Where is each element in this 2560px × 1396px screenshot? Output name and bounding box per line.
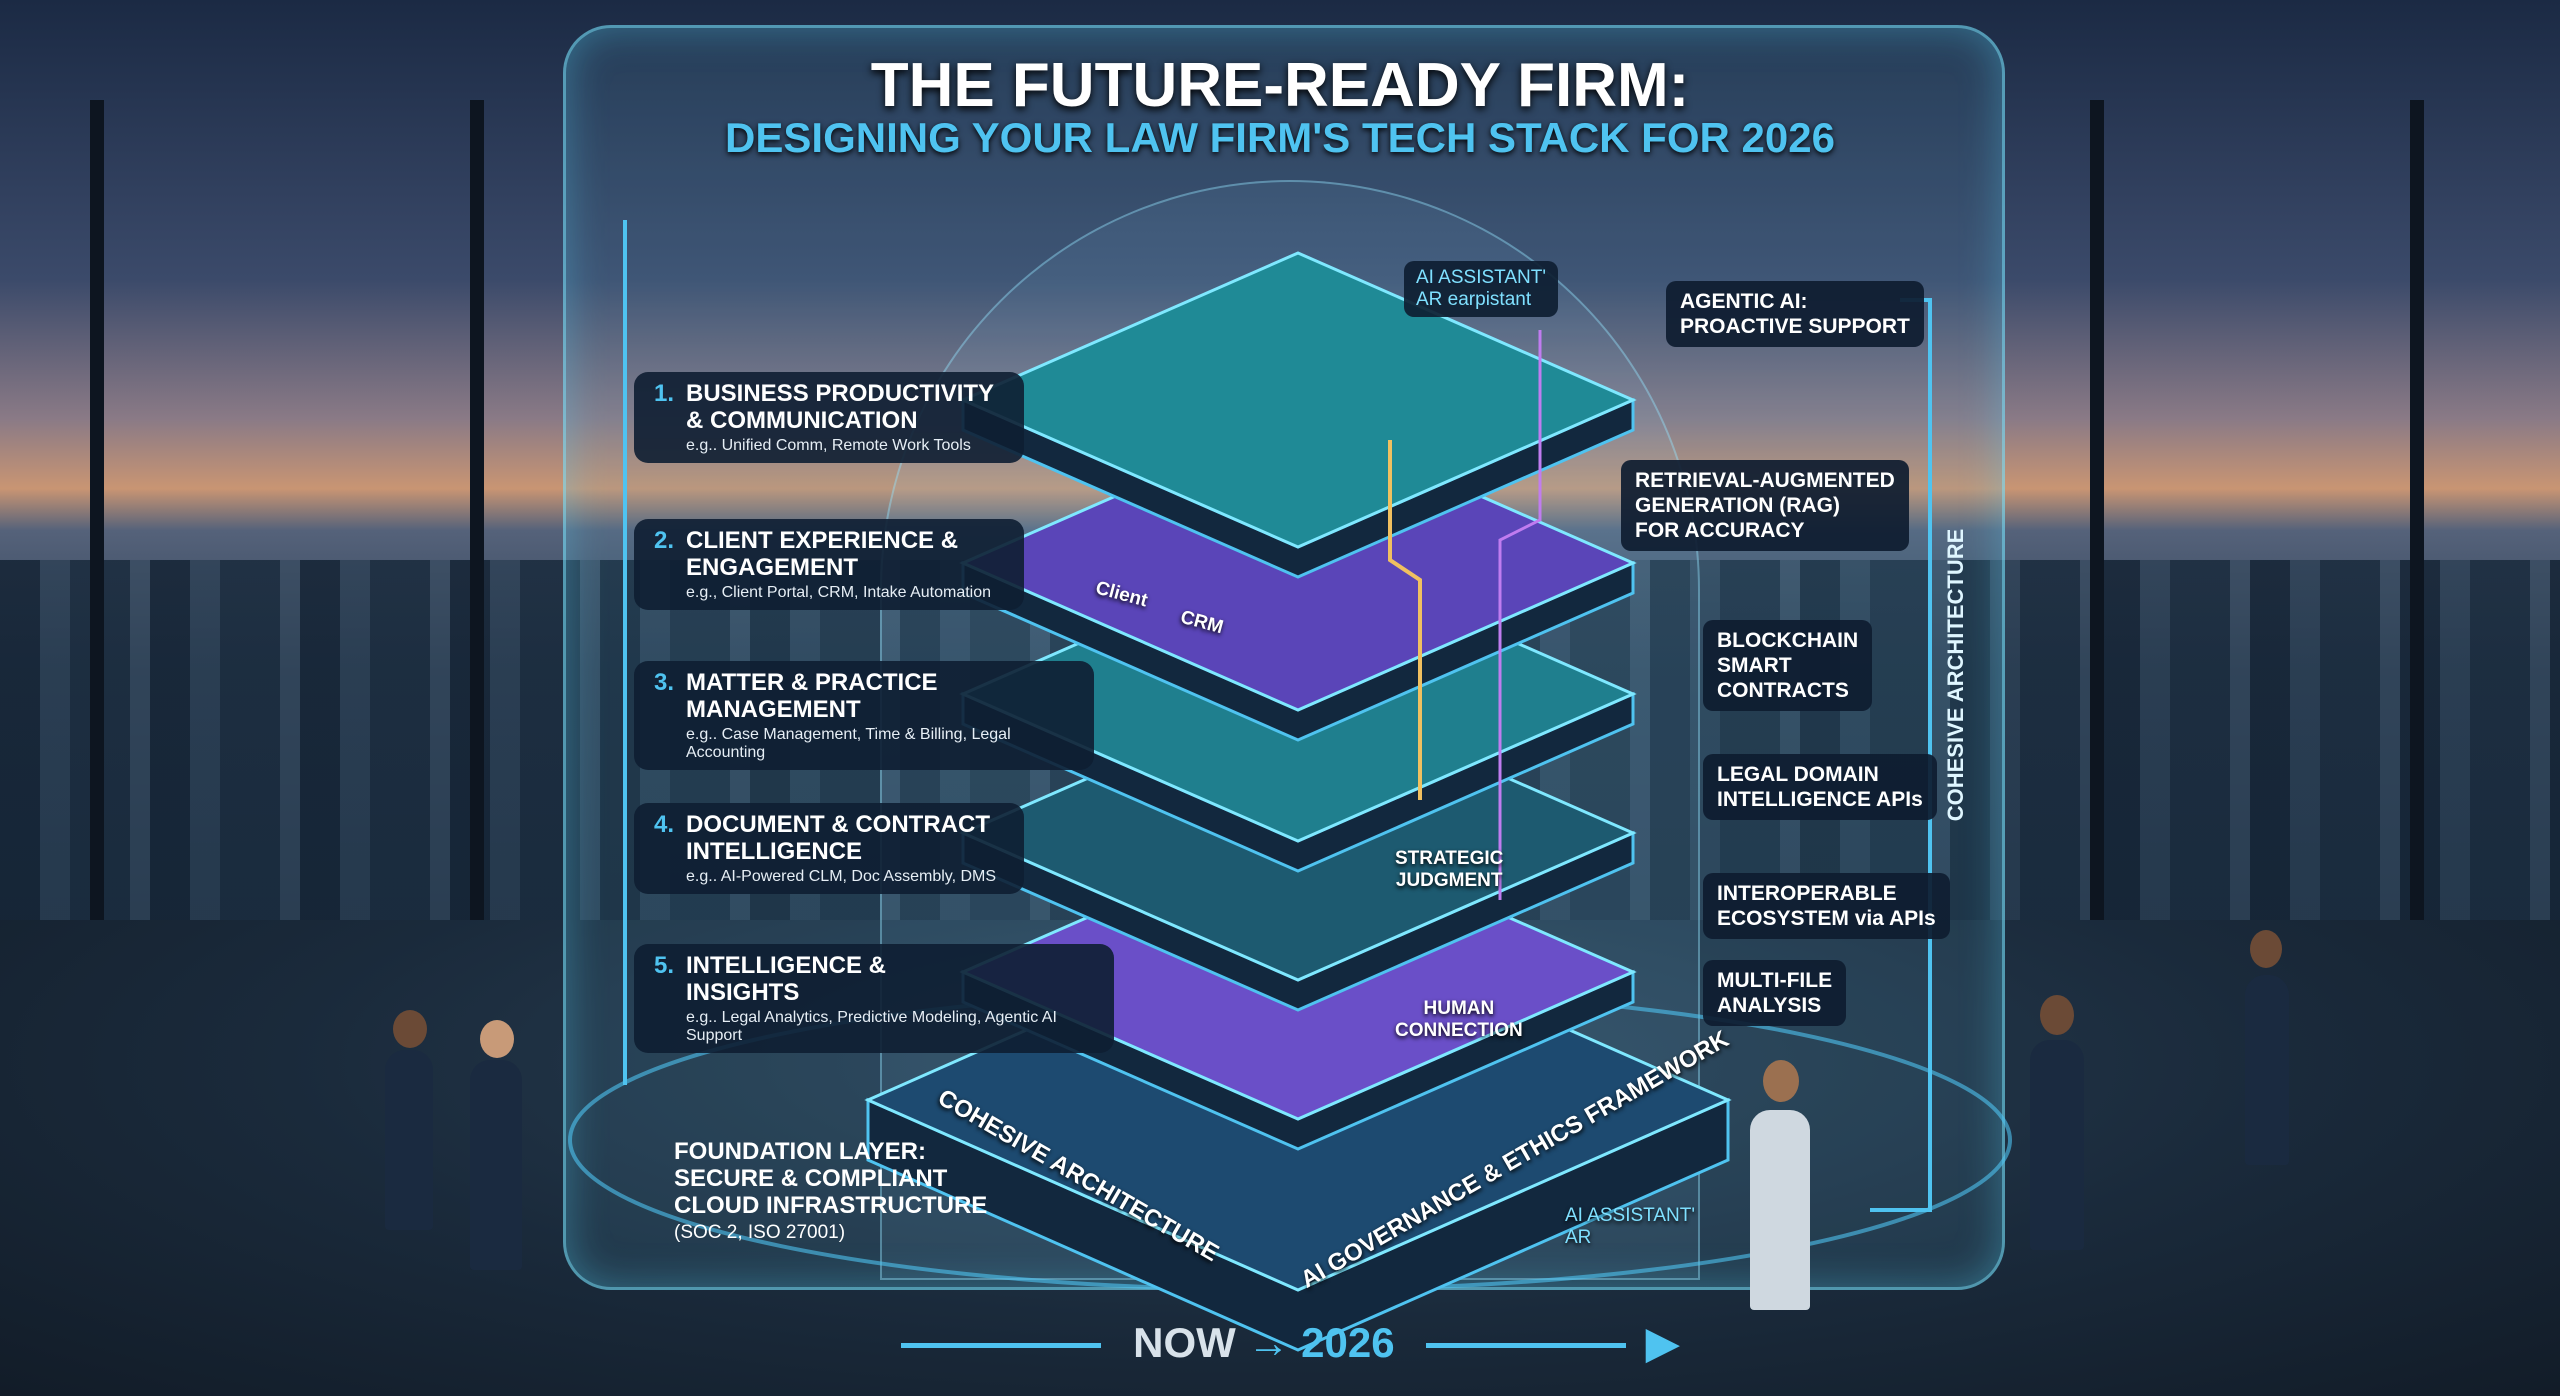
person-head [2040, 995, 2074, 1035]
stack-layer-1 [959, 251, 1637, 579]
ai-assistant-ar-label: AI ASSISTANT' AR [1565, 1205, 1695, 1248]
person-head [1763, 1060, 1799, 1102]
person-figure [470, 1060, 522, 1270]
foundation-label: FOUNDATION LAYER: SECURE & COMPLIANT CLO… [674, 1138, 988, 1243]
layer-label-5: 5.INTELLIGENCE & INSIGHTS e.g.. Legal An… [634, 944, 1114, 1053]
person-figure [385, 1050, 433, 1230]
timeline-line [901, 1343, 1102, 1349]
timeline-2026: 2026 [1301, 1319, 1395, 1366]
connector-line [1388, 440, 1422, 800]
feature-legal-apis: LEGAL DOMAIN INTELLIGENCE APIs [1703, 754, 1937, 820]
feature-multi-file: MULTI-FILE ANALYSIS [1703, 960, 1847, 1026]
strategic-judgment-label: STRATEGIC JUDGMENT [1395, 848, 1504, 891]
layer-label-4: 4.DOCUMENT & CONTRACT INTELLIGENCE e.g..… [634, 803, 1024, 894]
title-line1: THE FUTURE-READY FIRM: [870, 51, 1690, 120]
window-frame [2090, 100, 2104, 930]
feature-agentic-ai: AGENTIC AI: PROACTIVE SUPPORT [1666, 281, 1924, 347]
arrow-right-icon: → [1247, 1319, 1290, 1366]
layer-label-3: 3.MATTER & PRACTICE MANAGEMENT e.g.. Cas… [634, 661, 1094, 770]
ai-assistant-bubble: AI ASSISTANT' AR earpistant [1404, 261, 1558, 317]
connector-line [1498, 330, 1542, 900]
feature-rag: RETRIEVAL-AUGMENTED GENERATION (RAG) FOR… [1621, 460, 1909, 551]
title-line2: DESIGNING YOUR LAW FIRM'S TECH STACK FOR… [725, 114, 1835, 161]
person-head [2250, 930, 2282, 968]
window-frame [2410, 100, 2424, 930]
person-figure [2245, 975, 2289, 1165]
timeline-now: NOW [1133, 1319, 1236, 1366]
layer-label-2: 2.CLIENT EXPERIENCE & ENGAGEMENT e.g., C… [634, 519, 1024, 610]
timeline-line [1426, 1343, 1627, 1349]
person-head [480, 1020, 514, 1058]
feature-interoperable: INTEROPERABLE ECOSYSTEM via APIs [1703, 873, 1950, 939]
person-head [393, 1010, 427, 1048]
timeline: NOW → 2026 ▶ [0, 1318, 2560, 1367]
arrow-head-icon: ▶ [1646, 1319, 1679, 1366]
window-frame [470, 100, 484, 930]
window-frame [90, 100, 104, 930]
layer-label-1: 1.BUSINESS PRODUCTIVITY & COMMUNICATION … [634, 372, 1024, 463]
human-connection-label: HUMAN CONNECTION [1395, 998, 1523, 1041]
person-figure [1750, 1110, 1810, 1310]
stack-layer-1-top [959, 251, 1637, 549]
cohesive-architecture-vertical: COHESIVE ARCHITECTURE [1943, 528, 1968, 822]
feature-blockchain: BLOCKCHAIN SMART CONTRACTS [1703, 620, 1873, 711]
person-figure [2030, 1040, 2084, 1250]
